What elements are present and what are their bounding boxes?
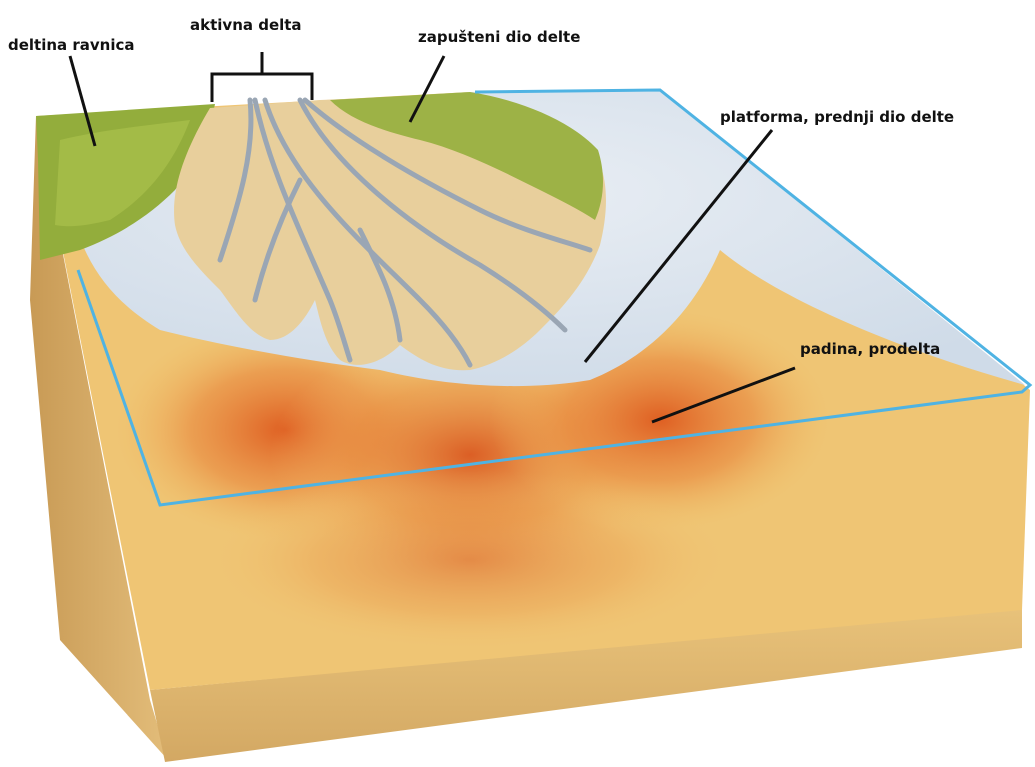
label-abandoned-delta: zapušteni dio delte — [418, 28, 580, 46]
label-prodelta: padina, prodelta — [800, 340, 940, 358]
label-delta-front: platforma, prednji dio delte — [720, 108, 954, 126]
label-delta-plain: deltina ravnica — [8, 36, 135, 54]
label-active-delta: aktivna delta — [190, 16, 302, 34]
prodelta-sediment-low — [210, 470, 730, 650]
active-delta-bracket — [212, 52, 312, 102]
